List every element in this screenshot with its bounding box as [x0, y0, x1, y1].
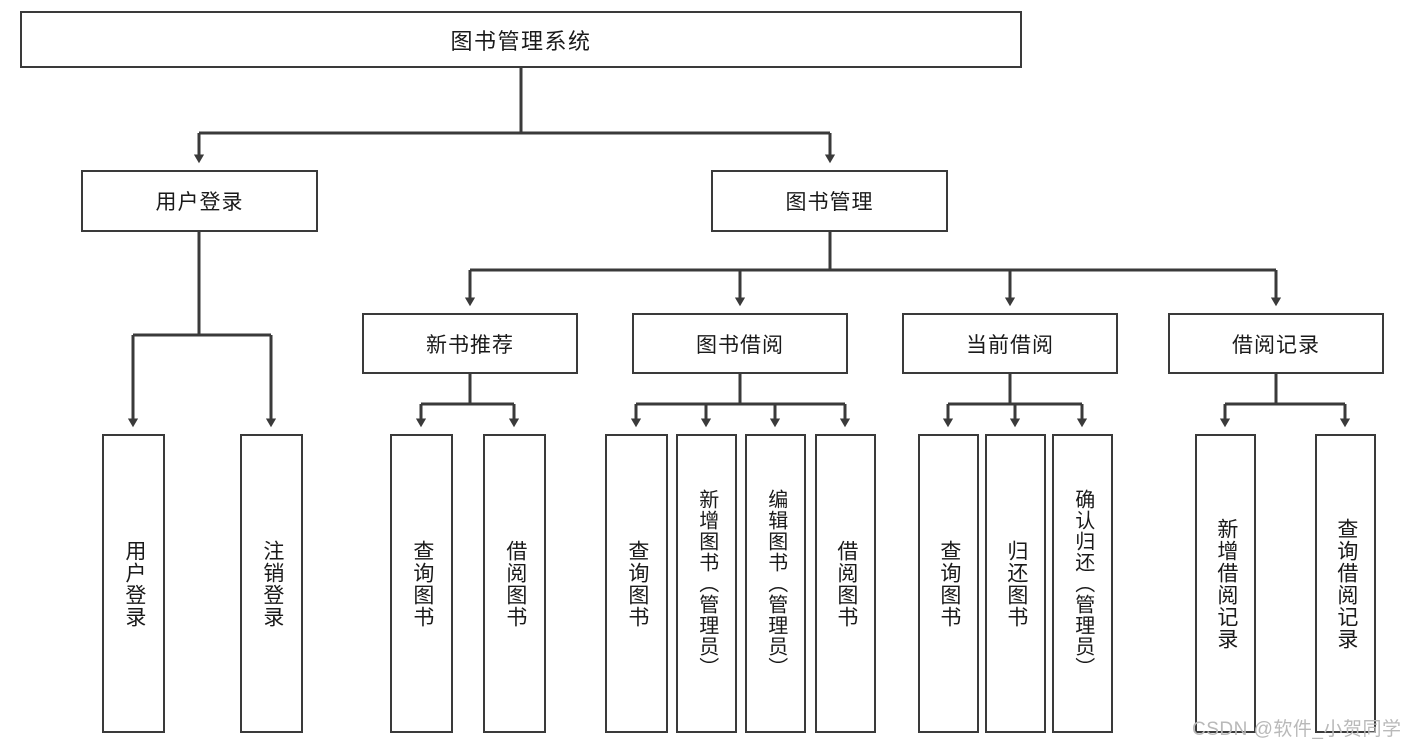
leaf-borrow-book-2-label: 借阅图书 [834, 539, 858, 628]
leaf-query-book-2[interactable]: 查询图书 [605, 434, 668, 733]
node-new-book-recommend[interactable]: 新书推荐 [362, 313, 578, 374]
leaf-borrow-book-2[interactable]: 借阅图书 [815, 434, 876, 733]
node-current-borrow-label: 当前借阅 [966, 333, 1054, 357]
leaf-return-book[interactable]: 归还图书 [985, 434, 1046, 733]
node-borrow-record-label: 借阅记录 [1232, 333, 1320, 357]
leaf-user-logout-label: 注销登录 [260, 539, 284, 628]
leaf-edit-book-label: 编辑图书（管理员） [764, 489, 787, 678]
leaf-query-book-2-label: 查询图书 [625, 539, 649, 628]
leaf-add-record[interactable]: 新增借阅记录 [1195, 434, 1256, 733]
leaf-confirm-return-label: 确认归还（管理员） [1071, 489, 1094, 678]
node-book-borrow-label: 图书借阅 [696, 333, 784, 357]
watermark: CSDN @软件_小贺同学 [1192, 719, 1402, 740]
node-root-label: 图书管理系统 [450, 28, 592, 54]
node-root[interactable]: 图书管理系统 [20, 11, 1022, 68]
node-current-borrow[interactable]: 当前借阅 [902, 313, 1118, 374]
node-user-login[interactable]: 用户登录 [81, 170, 318, 232]
leaf-add-record-label: 新增借阅记录 [1214, 517, 1238, 650]
node-book-manage[interactable]: 图书管理 [711, 170, 948, 232]
leaf-borrow-book-1-label: 借阅图书 [503, 539, 527, 628]
leaf-query-record-label: 查询借阅记录 [1334, 517, 1358, 650]
node-book-manage-label: 图书管理 [785, 191, 874, 214]
leaf-return-book-label: 归还图书 [1004, 539, 1028, 628]
leaf-query-book-1[interactable]: 查询图书 [390, 434, 453, 733]
leaf-query-book-3-label: 查询图书 [937, 539, 961, 628]
leaf-borrow-book-1[interactable]: 借阅图书 [483, 434, 546, 733]
leaf-edit-book[interactable]: 编辑图书（管理员） [745, 434, 806, 733]
leaf-add-book-label: 新增图书（管理员） [695, 489, 718, 678]
leaf-add-book[interactable]: 新增图书（管理员） [676, 434, 737, 733]
node-new-book-recommend-label: 新书推荐 [426, 333, 514, 357]
node-book-borrow[interactable]: 图书借阅 [632, 313, 848, 374]
leaf-confirm-return[interactable]: 确认归还（管理员） [1052, 434, 1113, 733]
node-borrow-record[interactable]: 借阅记录 [1168, 313, 1384, 374]
leaf-user-login-label: 用户登录 [122, 539, 146, 628]
leaf-query-record[interactable]: 查询借阅记录 [1315, 434, 1376, 733]
leaf-user-logout[interactable]: 注销登录 [240, 434, 303, 733]
leaf-user-login[interactable]: 用户登录 [102, 434, 165, 733]
leaf-query-book-1-label: 查询图书 [410, 539, 434, 628]
leaf-query-book-3[interactable]: 查询图书 [918, 434, 979, 733]
node-user-login-label: 用户登录 [155, 191, 244, 214]
